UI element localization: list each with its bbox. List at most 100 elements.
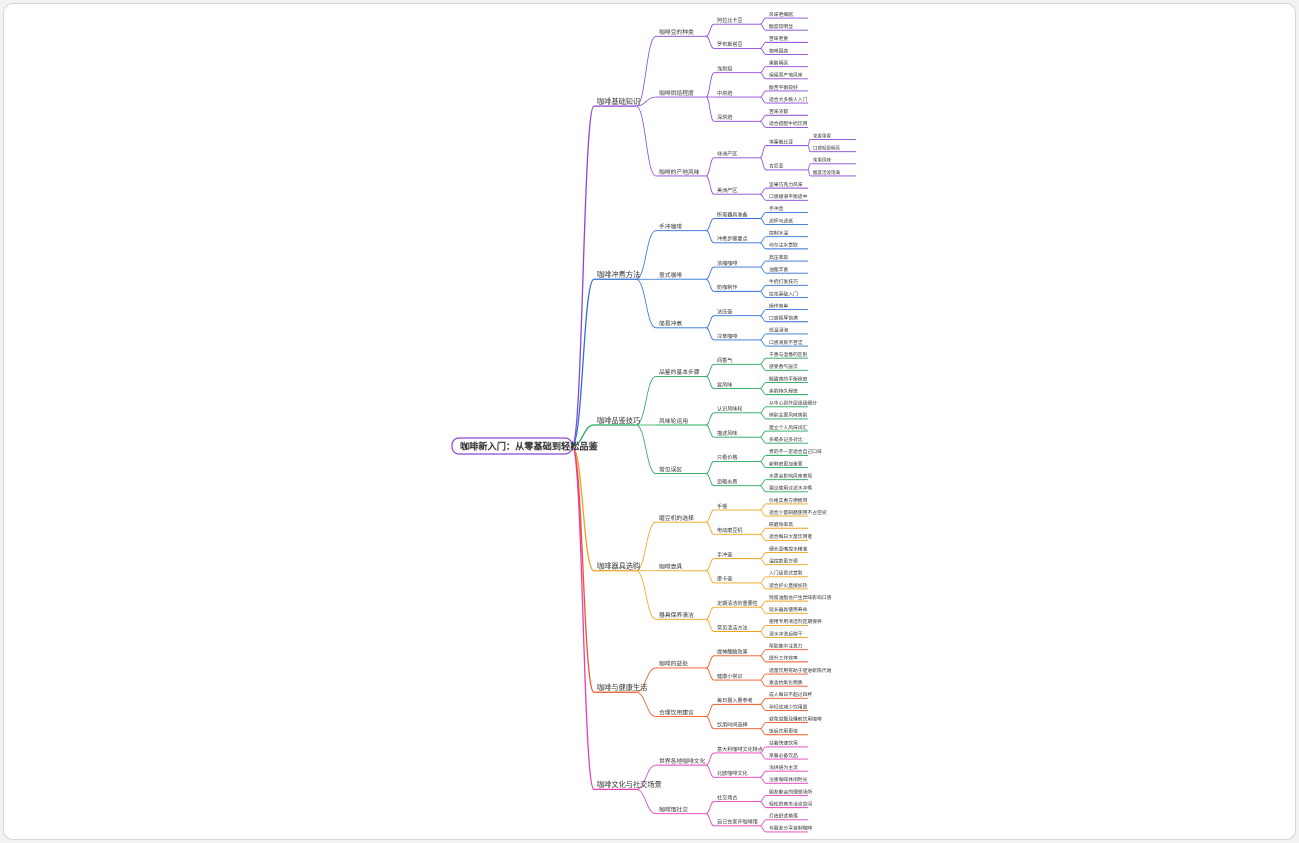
leaf-node[interactable]: 酸苦平衡较好 — [769, 84, 798, 91]
leaf-node[interactable]: 苦味更重 — [769, 35, 788, 42]
topic-node-level-2[interactable]: 器具保养清洁 — [659, 611, 694, 619]
leaf-node[interactable]: 与朋友分享自制咖啡 — [769, 825, 812, 832]
topic-node-level-3[interactable]: 法压壶 — [717, 308, 732, 315]
leaf-node[interactable]: 孕妇应减少饮用量 — [769, 703, 808, 710]
topic-node-level-3[interactable]: 社交场合 — [717, 794, 737, 801]
leaf-node[interactable]: 细长壶嘴控水精准 — [769, 545, 808, 552]
leaf-node[interactable]: 口感顺滑平衡适中 — [769, 193, 808, 200]
topic-node-level-3[interactable]: 只看价格 — [717, 454, 737, 461]
leaf-node[interactable]: 咖啡因高 — [769, 47, 788, 54]
topic-node-level-3[interactable]: 阿拉比卡豆 — [717, 17, 742, 24]
leaf-node[interactable]: 浅烘焙为主流 — [769, 764, 798, 771]
topic-node-level-3[interactable]: 尝风味 — [717, 381, 732, 388]
leaf-node[interactable]: 高压萃取 — [769, 254, 788, 261]
leaf-node[interactable]: 酸度较明显 — [769, 23, 793, 30]
leaf-node[interactable]: 手冲壶 — [769, 205, 784, 212]
topic-node-level-1[interactable]: 咖啡基础知识 — [597, 97, 640, 106]
leaf-node[interactable]: 建立个人风味词汇 — [769, 424, 808, 431]
leaf-node[interactable]: 控制水温 — [769, 230, 788, 237]
topic-node-level-4[interactable]: 肯尼亚 — [769, 163, 784, 170]
leaf-node[interactable]: 残留油脂会产生异味影响口感 — [769, 594, 832, 601]
topic-node-level-3[interactable]: 浅烘焙 — [717, 66, 732, 73]
leaf-node[interactable]: 避免空腹及睡前饮用咖啡 — [769, 715, 822, 722]
topic-node-level-3[interactable]: 定期清洁的重要性 — [717, 600, 758, 607]
leaf-node[interactable]: 价格实惠方便携带 — [769, 497, 808, 504]
topic-node-level-3[interactable]: 描述风味 — [717, 430, 737, 437]
leaf-node[interactable]: 口感清爽不苦涩 — [769, 339, 803, 346]
topic-node-level-3[interactable]: 健康小常识 — [717, 673, 742, 680]
leaf-node[interactable]: 均匀注水萃取 — [769, 242, 798, 249]
topic-node-level-2[interactable]: 咖啡豆的种类 — [659, 28, 694, 36]
leaf-node[interactable]: 建议使用过滤水冲煮 — [769, 485, 812, 492]
leaf-node[interactable]: 适合少量研磨使用不占空间 — [769, 509, 827, 516]
leaf-node[interactable]: 早餐必备饮品 — [769, 752, 798, 759]
topic-node-level-3[interactable]: 中烘焙 — [717, 90, 732, 97]
topic-node-level-3[interactable]: 闻香气 — [717, 357, 732, 364]
topic-node-level-3[interactable]: 非洲产区 — [717, 151, 737, 158]
leaf-node[interactable]: 口感醇厚饱满 — [769, 315, 798, 322]
leaf-node[interactable]: 酸甜苦的平衡程度 — [769, 375, 808, 382]
leaf-node[interactable]: 余韵持久程度 — [769, 387, 798, 394]
topic-node-level-2[interactable]: 咖啡的产地风味 — [659, 168, 700, 176]
leaf-node[interactable]: 提升工作效率 — [769, 655, 798, 662]
leaf-node[interactable]: 成人每日不超过四杯 — [769, 691, 812, 698]
leaf-node[interactable]: 轻松的商务洽谈空间 — [769, 800, 812, 807]
topic-node-level-3[interactable]: 浓缩咖啡 — [717, 260, 737, 267]
leaf-node[interactable]: 浆果风味 — [813, 157, 831, 164]
leaf-node[interactable]: 油脂丰富 — [769, 266, 788, 273]
topic-node-level-3[interactable]: 冲煮步骤要点 — [717, 236, 748, 243]
topic-node-level-2[interactable]: 手冲咖啡 — [659, 222, 682, 230]
leaf-node[interactable]: 牛奶打发技巧 — [769, 278, 798, 285]
topic-node-level-3[interactable]: 美洲产区 — [717, 187, 737, 194]
leaf-node[interactable]: 帮助集中注意力 — [769, 643, 803, 650]
topic-node-level-2[interactable]: 简易冲煮 — [659, 320, 682, 328]
topic-node-level-3[interactable]: 自己在家开咖啡馆 — [717, 819, 758, 826]
topic-node-level-1[interactable]: 咖啡品鉴技巧 — [597, 416, 640, 425]
root-node[interactable]: 咖啡新入门：从零基础到轻松品鉴 — [460, 440, 599, 452]
leaf-node[interactable]: 温控款更方便 — [769, 557, 798, 564]
topic-node-level-2[interactable]: 品鉴的基本步骤 — [659, 368, 700, 376]
leaf-node[interactable]: 果酸明亮 — [769, 59, 788, 66]
leaf-node[interactable]: 清水冲洗后晾干 — [769, 630, 803, 637]
leaf-node[interactable]: 花香果香 — [813, 132, 831, 139]
topic-node-level-2[interactable]: 常见误区 — [659, 465, 682, 473]
leaf-node[interactable]: 低温浸泡 — [769, 327, 788, 334]
topic-node-level-2[interactable]: 合理饮用建议 — [659, 708, 694, 716]
leaf-node[interactable]: 注重咖啡休闲时光 — [769, 776, 808, 783]
leaf-node[interactable]: 拉花基础入门 — [769, 290, 798, 297]
topic-node-level-2[interactable]: 咖啡馆社交 — [659, 806, 688, 814]
topic-node-level-3[interactable]: 所需器具准备 — [717, 211, 748, 218]
leaf-node[interactable]: 适合每日大量饮用者 — [769, 533, 812, 540]
leaf-node[interactable]: 研磨效率高 — [769, 521, 793, 528]
leaf-node[interactable]: 水质会影响风味表现 — [769, 472, 812, 479]
leaf-node[interactable]: 适量饮用有助于促进新陈代谢 — [769, 667, 832, 674]
topic-node-level-3[interactable]: 北欧咖啡文化 — [717, 770, 748, 777]
leaf-node[interactable]: 朋友聚会的理想场所 — [769, 788, 812, 795]
topic-node-level-3[interactable]: 每日摄入量参考 — [717, 697, 753, 704]
leaf-node[interactable]: 保留原产地风味 — [769, 72, 803, 79]
leaf-node[interactable]: 新鲜度更加重要 — [769, 460, 803, 467]
leaf-node[interactable]: 适合炉火直接加热 — [769, 582, 808, 589]
leaf-node[interactable]: 坚果巧克力风味 — [769, 181, 803, 188]
leaf-node[interactable]: 富含抗氧化物质 — [769, 679, 803, 686]
topic-node-level-2[interactable]: 意式咖啡 — [659, 271, 682, 279]
topic-node-level-2[interactable]: 咖啡的益处 — [659, 660, 688, 668]
topic-node-level-3[interactable]: 深烘焙 — [717, 114, 732, 121]
topic-node-level-3[interactable]: 常见清洁方法 — [717, 624, 748, 631]
topic-node-level-2[interactable]: 磨豆机的选择 — [659, 514, 694, 522]
topic-node-level-3[interactable]: 意大利咖啡文化特点 — [717, 746, 763, 753]
leaf-node[interactable]: 使用专用清洁剂定期保养 — [769, 618, 822, 625]
leaf-node[interactable]: 饭后饮用更佳 — [769, 728, 798, 735]
topic-node-level-3[interactable]: 罗布斯塔豆 — [717, 41, 742, 48]
topic-node-level-2[interactable]: 世界各地咖啡文化 — [659, 757, 706, 765]
topic-node-level-1[interactable]: 咖啡器具选购 — [597, 562, 640, 571]
topic-node-level-3[interactable]: 摩卡壶 — [717, 576, 732, 583]
leaf-node[interactable]: 口感轻盈明亮 — [813, 144, 840, 151]
leaf-node[interactable]: 干香与湿香的区别 — [769, 351, 808, 358]
topic-node-level-1[interactable]: 咖啡冲煮方法 — [597, 270, 640, 279]
topic-node-level-4[interactable]: 埃塞俄比亚 — [769, 138, 793, 145]
leaf-node[interactable]: 贵的不一定适合自己口味 — [769, 448, 822, 455]
leaf-node[interactable]: 辨别主要风味类别 — [769, 412, 808, 419]
topic-node-level-3[interactable]: 饮用时间选择 — [717, 721, 748, 728]
topic-node-level-2[interactable]: 咖啡壶具 — [659, 563, 682, 571]
